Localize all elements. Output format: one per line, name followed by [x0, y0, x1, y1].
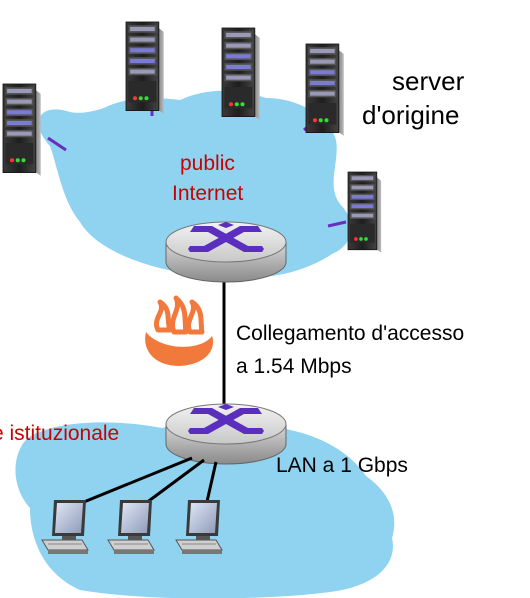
- lan-links: [73, 456, 218, 508]
- server-icon: [125, 21, 165, 115]
- server-origin-label-line1: server: [392, 66, 465, 96]
- institutional-network-label: e istituzionale: [0, 422, 119, 445]
- public-internet-label-line2: Internet: [172, 182, 243, 205]
- server-icon: [347, 171, 382, 253]
- access-link-label-line2: a 1.54 Mbps: [236, 355, 352, 378]
- heat-icon: [145, 295, 214, 366]
- lan-speed-label: LAN a 1 Gbps: [276, 454, 408, 477]
- public-internet-label-line1: public: [180, 152, 235, 175]
- server-icon: [221, 27, 261, 121]
- router-icon: [165, 403, 287, 465]
- server-origin-label-line2: d'origine: [362, 100, 459, 130]
- router-icon: [165, 221, 287, 283]
- server-icon: [305, 43, 345, 137]
- server-icon: [2, 83, 42, 177]
- access-link-label-line1: Collegamento d'accesso: [236, 322, 464, 345]
